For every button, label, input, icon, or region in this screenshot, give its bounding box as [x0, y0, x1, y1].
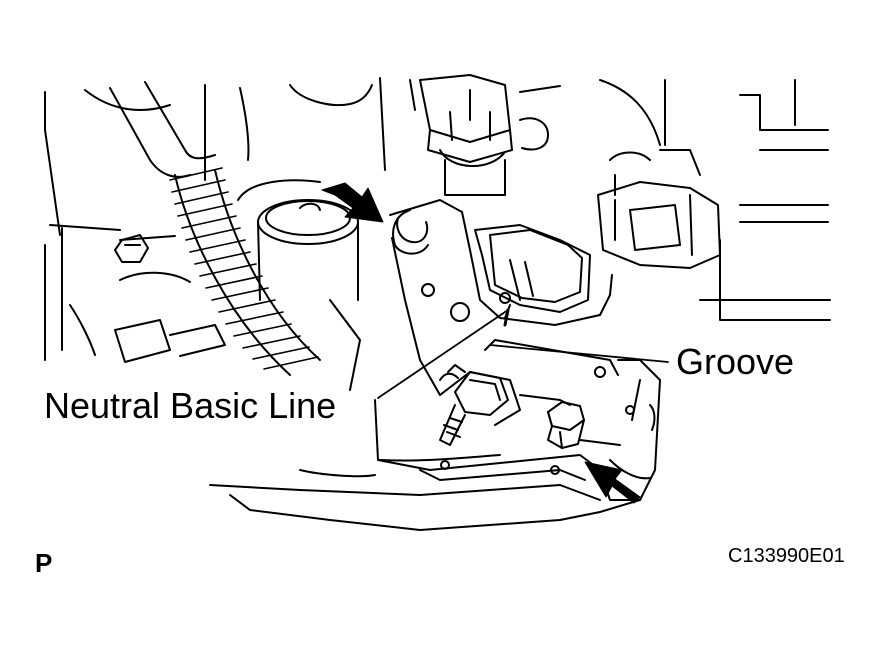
right-connector [597, 149, 721, 269]
left-bolt [114, 234, 149, 263]
callout-arrows [321, 182, 641, 504]
top-connector [419, 74, 549, 196]
engine-background-outline [44, 77, 831, 361]
arrow-to-lower-bolt [584, 461, 641, 504]
corrugated-hose [109, 81, 321, 376]
neutral-basic-line-label: Neutral Basic Line [44, 385, 337, 426]
arrow-to-upper-bolt [321, 182, 384, 223]
shaft-nut [439, 364, 509, 446]
leader-lines [377, 309, 669, 399]
figure-code: C133990E01 [728, 545, 845, 567]
neutral-basic-line-leader [377, 309, 509, 399]
groove-leader-line [489, 344, 669, 363]
lower-left-fitting [114, 271, 226, 363]
view-letter: P [35, 548, 53, 578]
groove-label: Groove [676, 341, 795, 382]
lower-bolt [547, 401, 585, 449]
transmission-case [209, 359, 661, 531]
